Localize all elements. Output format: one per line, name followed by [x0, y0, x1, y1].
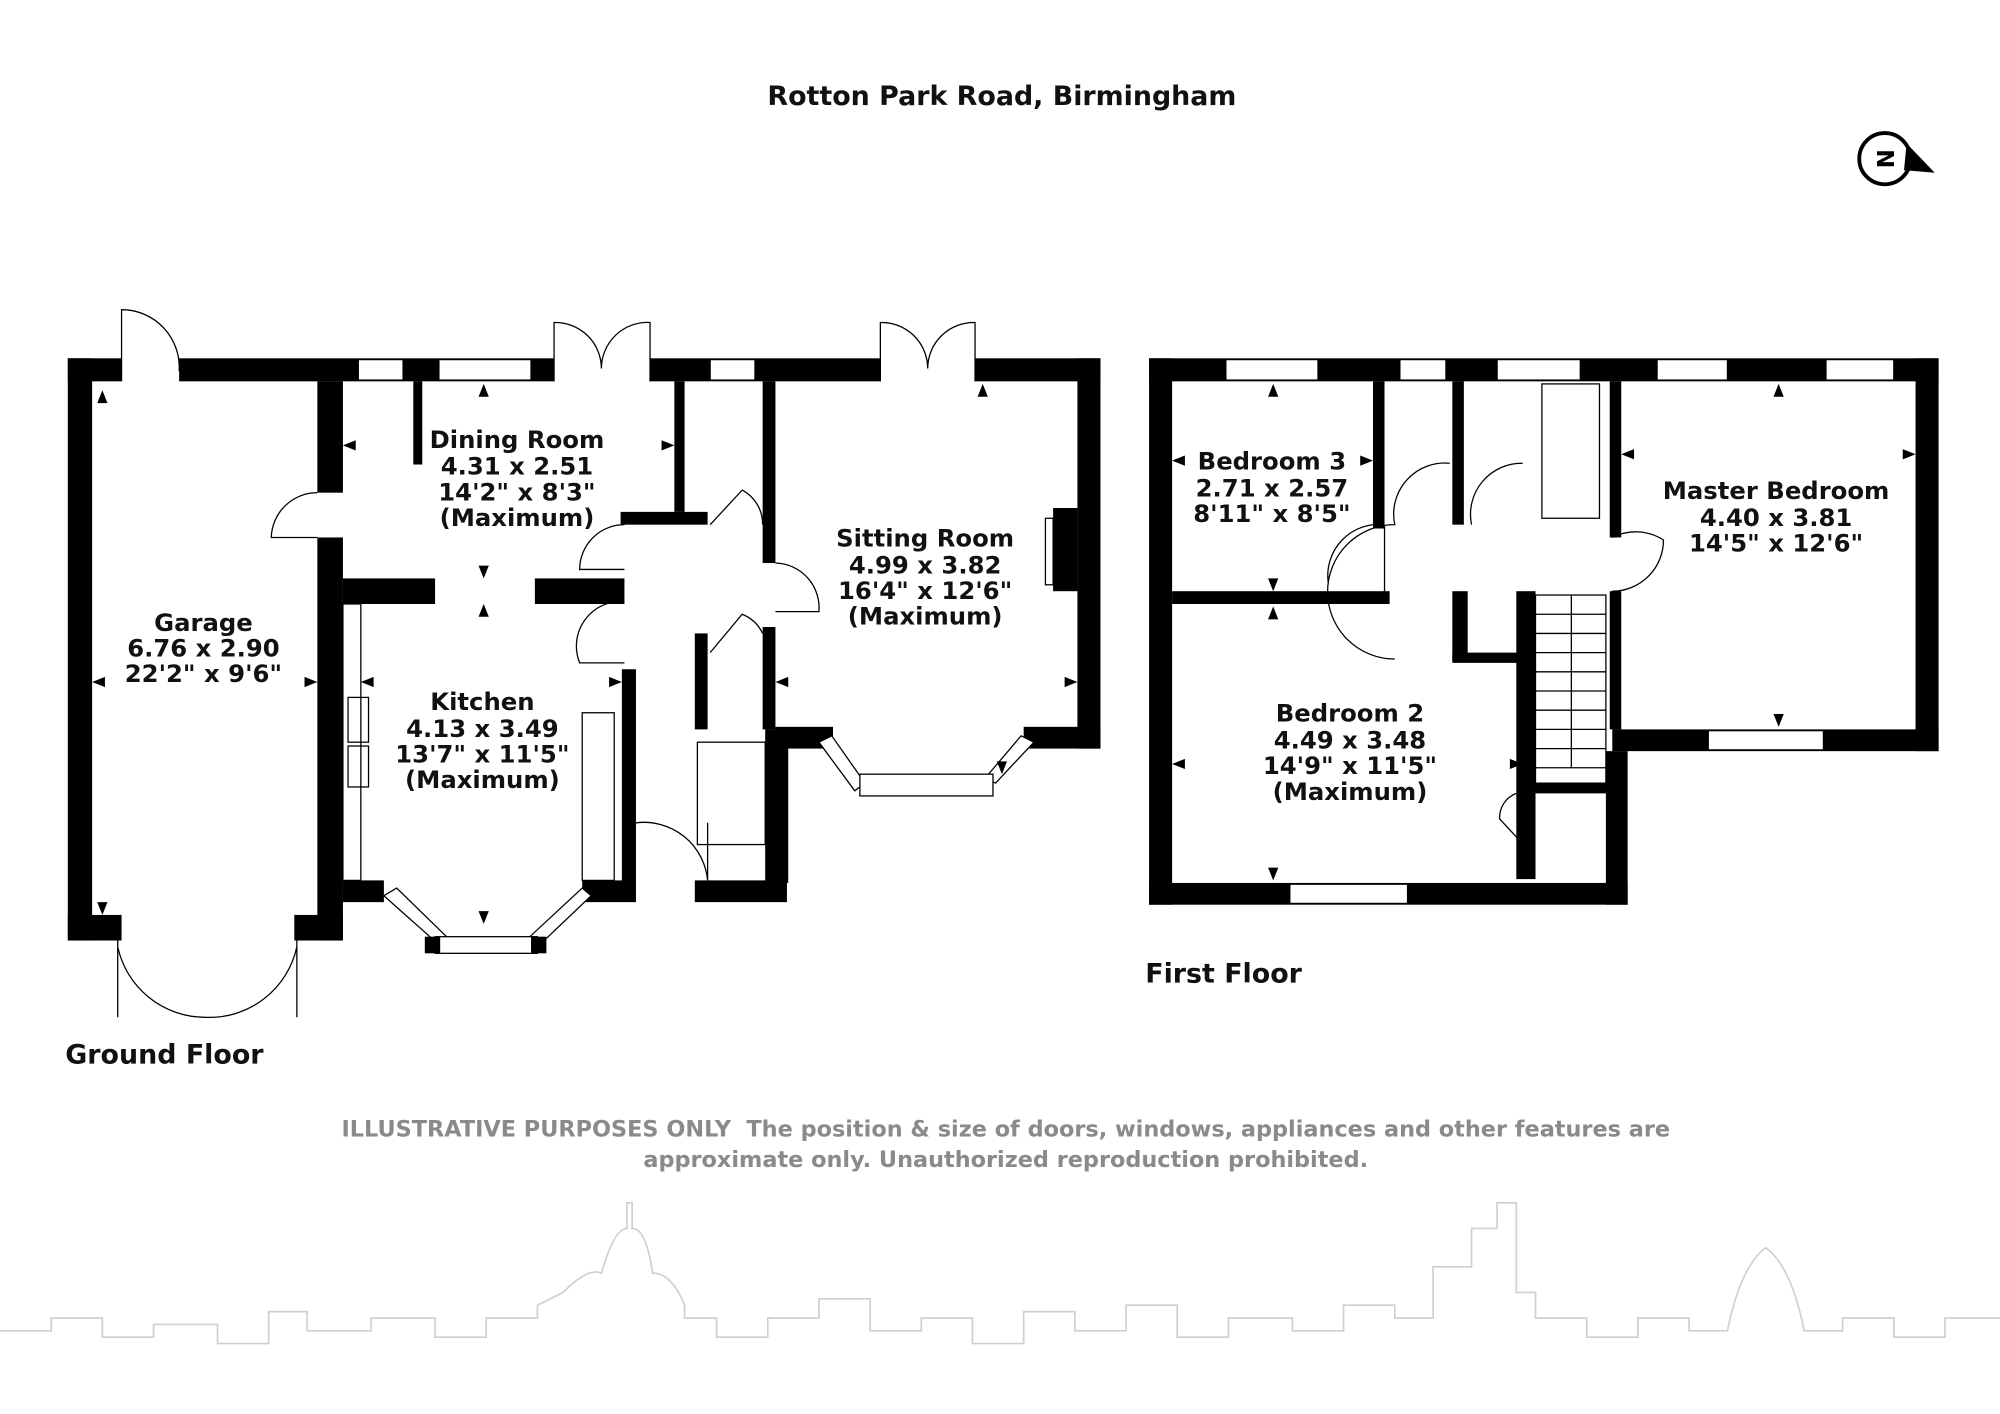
- room-metric: 4.99 x 3.82: [849, 550, 1001, 579]
- room-label-garage: Garage 6.76 x 2.90 22'2" x 9'6": [125, 608, 282, 688]
- room-metric: 4.40 x 3.81: [1700, 503, 1852, 532]
- room-imperial: 14'9" x 11'5": [1263, 751, 1437, 780]
- room-imperial: 8'11" x 8'5": [1193, 499, 1350, 528]
- stairs: [1534, 594, 1607, 784]
- room-imperial: 13'7" x 11'5": [395, 740, 569, 769]
- room-label-bedroom-2: Bedroom 2 4.49 x 3.48 14'9" x 11'5" (Max…: [1263, 699, 1437, 806]
- room-name: Garage: [154, 608, 253, 637]
- room-metric: 4.13 x 3.49: [406, 714, 558, 743]
- room-metric: 4.49 x 3.48: [1274, 726, 1426, 755]
- room-label-bedroom-3: Bedroom 3 2.71 x 2.57 8'11" x 8'5": [1193, 447, 1350, 528]
- disclaimer-bold: ILLUSTRATIVE PURPOSES ONLY: [341, 1116, 731, 1142]
- disclaimer-line-1: ILLUSTRATIVE PURPOSES ONLY The position &…: [341, 1116, 1670, 1142]
- room-metric: 4.31 x 2.51: [441, 452, 593, 481]
- north-arrow-icon: N: [1857, 131, 1935, 187]
- room-name: Kitchen: [430, 687, 534, 716]
- room-metric: 2.71 x 2.57: [1196, 474, 1348, 503]
- room-label-master-bedroom: Master Bedroom 4.40 x 3.81 14'5" x 12'6": [1663, 476, 1890, 557]
- compass-label: N: [1874, 149, 1900, 168]
- room-imperial: 16'4" x 12'6": [838, 576, 1012, 605]
- first-floor-plan: Bedroom 3 2.71 x 2.57 8'11" x 8'5" Maste…: [1145, 358, 1939, 990]
- room-name: Bedroom 2: [1276, 699, 1424, 728]
- room-label-sitting-room: Sitting Room 4.99 x 3.82 16'4" x 12'6" (…: [836, 523, 1014, 630]
- skyline-watermark: [0, 1202, 2000, 1345]
- room-imperial: 22'2" x 9'6": [125, 659, 282, 688]
- room-name: Master Bedroom: [1663, 476, 1890, 505]
- first-floor-label: First Floor: [1145, 959, 1302, 990]
- disclaimer-rest: The position & size of doors, windows, a…: [746, 1116, 1670, 1142]
- room-name: Dining Room: [430, 425, 605, 454]
- room-label-dining-room: Dining Room 4.31 x 2.51 14'2" x 8'3" (Ma…: [430, 425, 605, 532]
- room-note: (Maximum): [405, 765, 560, 794]
- room-note: (Maximum): [440, 503, 595, 532]
- room-name: Bedroom 3: [1198, 447, 1346, 476]
- room-imperial: 14'5" x 12'6": [1689, 529, 1863, 558]
- page-title: Rotton Park Road, Birmingham: [767, 81, 1236, 112]
- room-name: Sitting Room: [836, 523, 1014, 552]
- room-note: (Maximum): [848, 601, 1003, 630]
- room-note: (Maximum): [1273, 777, 1428, 806]
- ground-floor-label: Ground Floor: [65, 1039, 264, 1070]
- ground-floor-plan: Garage 6.76 x 2.90 22'2" x 9'6" Dining R…: [65, 309, 1101, 1070]
- room-label-kitchen: Kitchen 4.13 x 3.49 13'7" x 11'5" (Maxim…: [395, 687, 569, 794]
- room-imperial: 14'2" x 8'3": [438, 477, 595, 506]
- room-metric: 6.76 x 2.90: [127, 633, 279, 662]
- disclaimer-line-2: approximate only. Unauthorized reproduct…: [643, 1147, 1368, 1173]
